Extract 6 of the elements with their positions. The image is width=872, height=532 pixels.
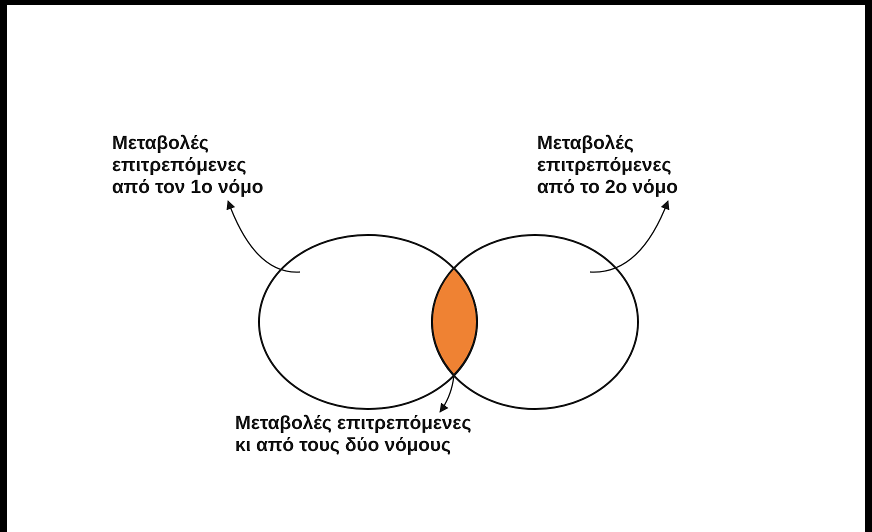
annotation-text: Μεταβολές επιτρεπόμενες κι από τους δύο νόμους <box>235 413 472 457</box>
leader-arrow <box>590 200 670 273</box>
annotation-text: Μεταβολές επιτρεπόμενες από το 2ο νόμο <box>537 133 679 199</box>
annotation-text: Μεταβολές επιτρεπόμενες από τον 1ο νόμο <box>112 133 264 199</box>
leader-arrow <box>439 376 455 413</box>
leader-arrow <box>226 200 300 273</box>
